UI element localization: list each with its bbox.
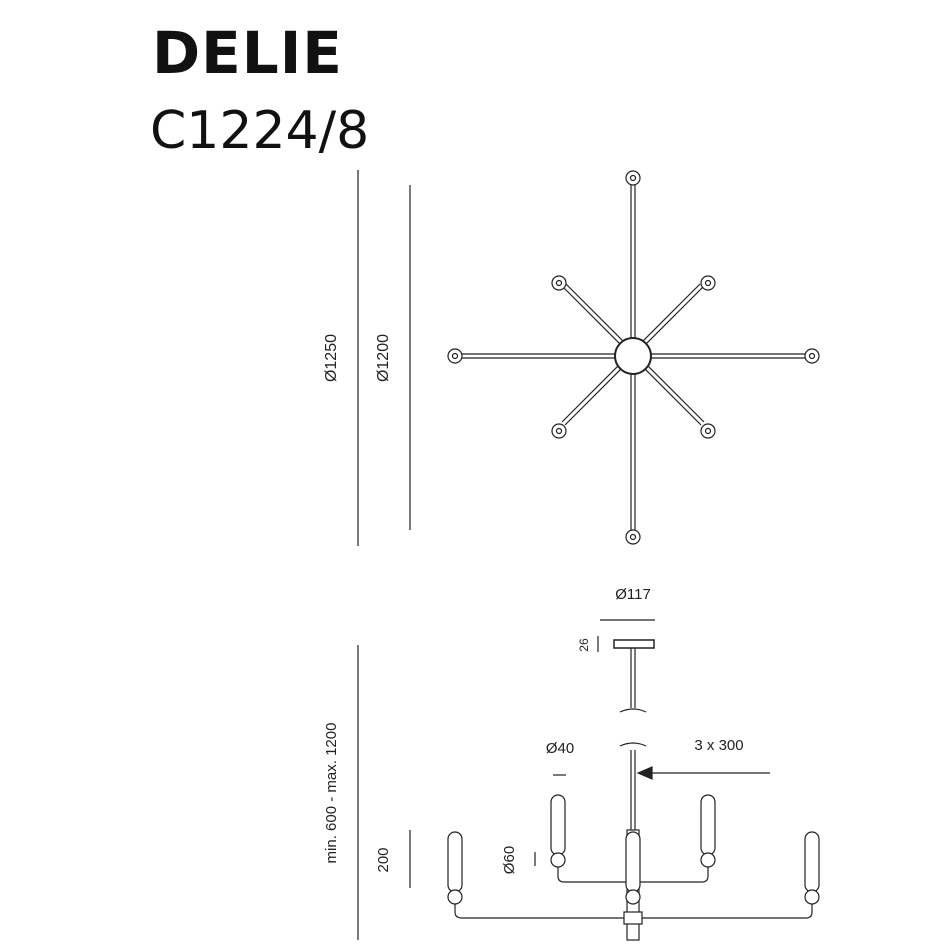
body-height-label: 200 — [375, 847, 392, 872]
globe-diameter-label: Ø60 — [501, 846, 518, 874]
lamp-end-bottom — [625, 529, 641, 545]
lamp-end-bottom-right — [700, 423, 716, 439]
break-mark-bottom — [619, 742, 647, 747]
lamp-end-top-right — [700, 275, 716, 291]
top-view — [357, 170, 820, 546]
cable-note-label: 3 x 300 — [694, 737, 743, 754]
product-name: DELIE — [152, 19, 343, 87]
lamp-end-bottom-left — [551, 423, 567, 439]
lamp-end-right — [804, 348, 820, 364]
tube-diameter-label: Ø40 — [546, 740, 574, 757]
cable-arrow-head — [636, 766, 653, 780]
lamp-center — [625, 831, 641, 905]
break-mark-top — [619, 708, 647, 713]
center-hub — [614, 337, 652, 375]
suspension-length-label: min. 600 - max. 1200 — [323, 723, 340, 864]
lamp-end-top — [625, 170, 641, 186]
outer-diameter-label: Ø1250 — [323, 334, 340, 382]
lamp-end-top-left — [551, 275, 567, 291]
canopy-height-label: 26 — [577, 638, 591, 652]
side-view — [357, 619, 820, 941]
canopy — [613, 639, 655, 649]
canopy-diameter-label: Ø117 — [615, 586, 651, 603]
arm-diameter-label: Ø1200 — [375, 334, 392, 382]
central-joint — [623, 911, 643, 925]
lamp-left-outer — [447, 831, 463, 905]
lamp-end-left — [447, 348, 463, 364]
lamp-left-inner — [550, 794, 566, 868]
lamp-right-inner — [700, 794, 716, 868]
product-code: C1224/8 — [150, 101, 370, 161]
lamp-right-outer — [804, 831, 820, 905]
